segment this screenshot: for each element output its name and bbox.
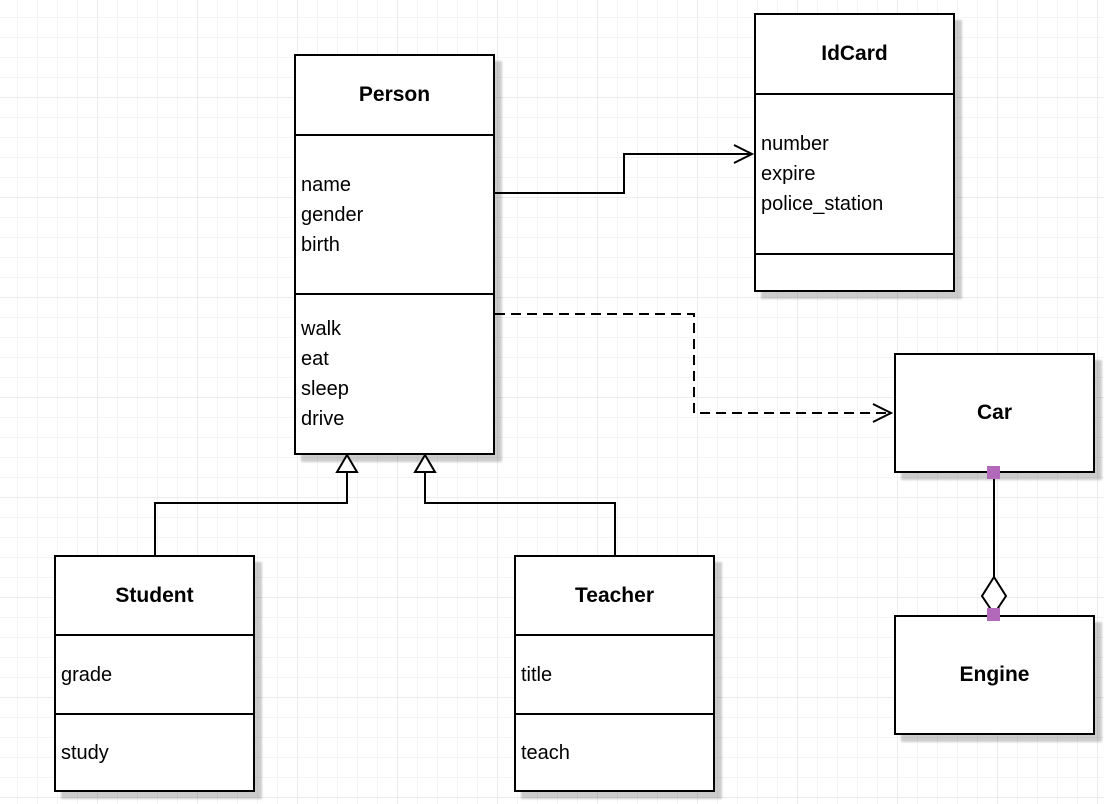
- class-teacher-title: Teacher: [575, 583, 654, 607]
- attribute: grade: [61, 663, 113, 686]
- method: eat: [301, 348, 329, 370]
- class-student-methods: study: [56, 713, 253, 790]
- class-student-attributes: grade: [56, 634, 253, 713]
- class-person-title: Person: [358, 83, 431, 106]
- edge-line: [424, 472, 616, 555]
- open-arrowhead-icon: [872, 403, 894, 423]
- class-person-attributes: name gender birth: [296, 134, 493, 293]
- method: sleep: [301, 378, 349, 400]
- hollow-triangle-icon: [413, 453, 437, 473]
- class-teacher-methods: teach: [516, 713, 713, 790]
- method: walk: [301, 318, 342, 340]
- edge-generalization-student-person[interactable]: [154, 453, 359, 555]
- method: drive: [301, 408, 345, 430]
- class-car-title: Car: [976, 401, 1013, 424]
- attribute: name: [301, 173, 352, 196]
- aggregation-diamond-icon: [980, 575, 1008, 616]
- edge-line: [495, 313, 889, 414]
- attribute: title: [521, 663, 553, 686]
- method: teach: [521, 741, 570, 764]
- class-student-title: Student: [115, 583, 194, 607]
- class-idcard[interactable]: IdCard number expire police_station: [754, 13, 955, 292]
- attribute: birth: [301, 233, 340, 256]
- class-idcard-attributes: number expire police_station: [756, 93, 953, 253]
- edge-aggregation-car-engine[interactable]: [980, 466, 1008, 621]
- class-idcard-title: IdCard: [821, 42, 888, 65]
- class-person[interactable]: Person name gender birth walk eat sleep …: [294, 54, 495, 455]
- edge-generalization-teacher-person[interactable]: [413, 453, 616, 555]
- edge-association-person-idcard[interactable]: [495, 144, 755, 194]
- class-idcard-methods-empty: [756, 253, 953, 290]
- class-student[interactable]: Student grade study: [54, 555, 255, 792]
- attribute: number: [761, 133, 829, 155]
- open-arrowhead-icon: [733, 144, 755, 164]
- hollow-triangle-icon: [335, 453, 359, 473]
- method: study: [61, 741, 109, 764]
- edge-line: [495, 153, 751, 194]
- edge-line: [154, 472, 348, 555]
- class-teacher[interactable]: Teacher title teach: [514, 555, 715, 792]
- edge-dependency-person-car[interactable]: [495, 313, 894, 423]
- class-car[interactable]: Car: [894, 353, 1095, 473]
- class-person-methods: walk eat sleep drive: [296, 293, 493, 453]
- class-engine[interactable]: Engine: [894, 615, 1095, 735]
- attribute: gender: [301, 203, 364, 226]
- class-teacher-attributes: title: [516, 634, 713, 713]
- attribute: expire: [761, 163, 816, 185]
- attribute: police_station: [761, 193, 884, 215]
- class-engine-title: Engine: [959, 663, 1030, 686]
